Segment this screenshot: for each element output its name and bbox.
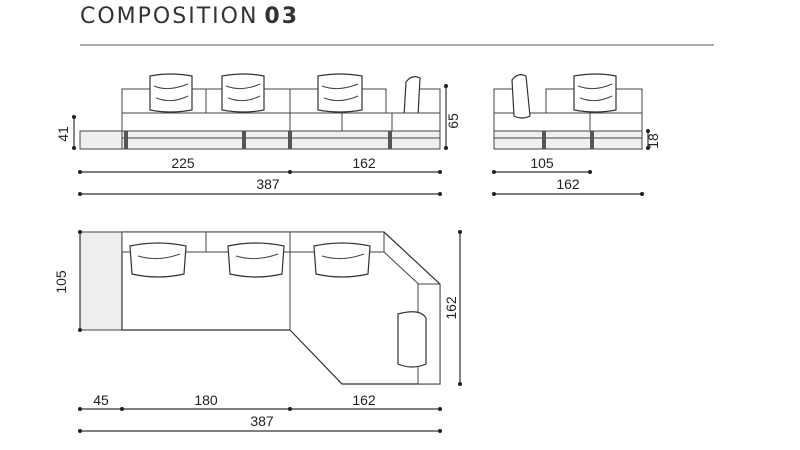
dim-side-depth: 105 bbox=[530, 155, 554, 171]
front-leg bbox=[242, 131, 246, 149]
front-leg bbox=[288, 131, 292, 149]
front-base bbox=[79, 130, 441, 150]
dim-front-width-left: 225 bbox=[171, 155, 195, 171]
front-leg bbox=[124, 131, 128, 149]
side-leg bbox=[542, 131, 546, 149]
pillow-shape bbox=[221, 73, 265, 113]
pillow-shape bbox=[573, 73, 617, 113]
pillow-shape bbox=[317, 73, 363, 113]
side-view: 18 105 162 bbox=[492, 73, 661, 196]
front-leg bbox=[388, 131, 392, 149]
title-word: COMPOSITION bbox=[80, 4, 259, 29]
dim-side-width-total: 162 bbox=[556, 176, 580, 192]
dim-side-height-base: 18 bbox=[645, 133, 661, 149]
plan-view: 105 162 45 180 162 387 bbox=[53, 230, 462, 433]
pillow-shape bbox=[149, 73, 193, 113]
dim-plan-depth-right: 162 bbox=[443, 296, 459, 320]
title-number: 03 bbox=[264, 4, 300, 29]
pillow-shape bbox=[397, 311, 427, 368]
dim-front-height-seat: 41 bbox=[55, 126, 71, 142]
dim-plan-seg-2: 180 bbox=[194, 392, 218, 408]
pillow-shape bbox=[403, 76, 421, 119]
dim-plan-total: 387 bbox=[250, 413, 274, 429]
dim-plan-depth-left: 105 bbox=[53, 270, 69, 294]
dim-front-width-right: 162 bbox=[352, 155, 376, 171]
pillow-shape bbox=[313, 242, 371, 278]
dim-front-height-total: 65 bbox=[445, 113, 461, 129]
dim-plan-seg-1: 45 bbox=[93, 392, 109, 408]
plan-end-block bbox=[79, 231, 123, 331]
pillow-shape bbox=[129, 242, 187, 278]
pillow-shape bbox=[227, 242, 285, 278]
side-leg bbox=[590, 131, 594, 149]
pillow-shape bbox=[511, 74, 531, 119]
dim-front-width-total: 387 bbox=[256, 176, 280, 192]
front-view: 65 41 225 162 387 bbox=[55, 73, 461, 196]
side-base bbox=[493, 130, 643, 150]
dim-plan-seg-3: 162 bbox=[352, 392, 376, 408]
